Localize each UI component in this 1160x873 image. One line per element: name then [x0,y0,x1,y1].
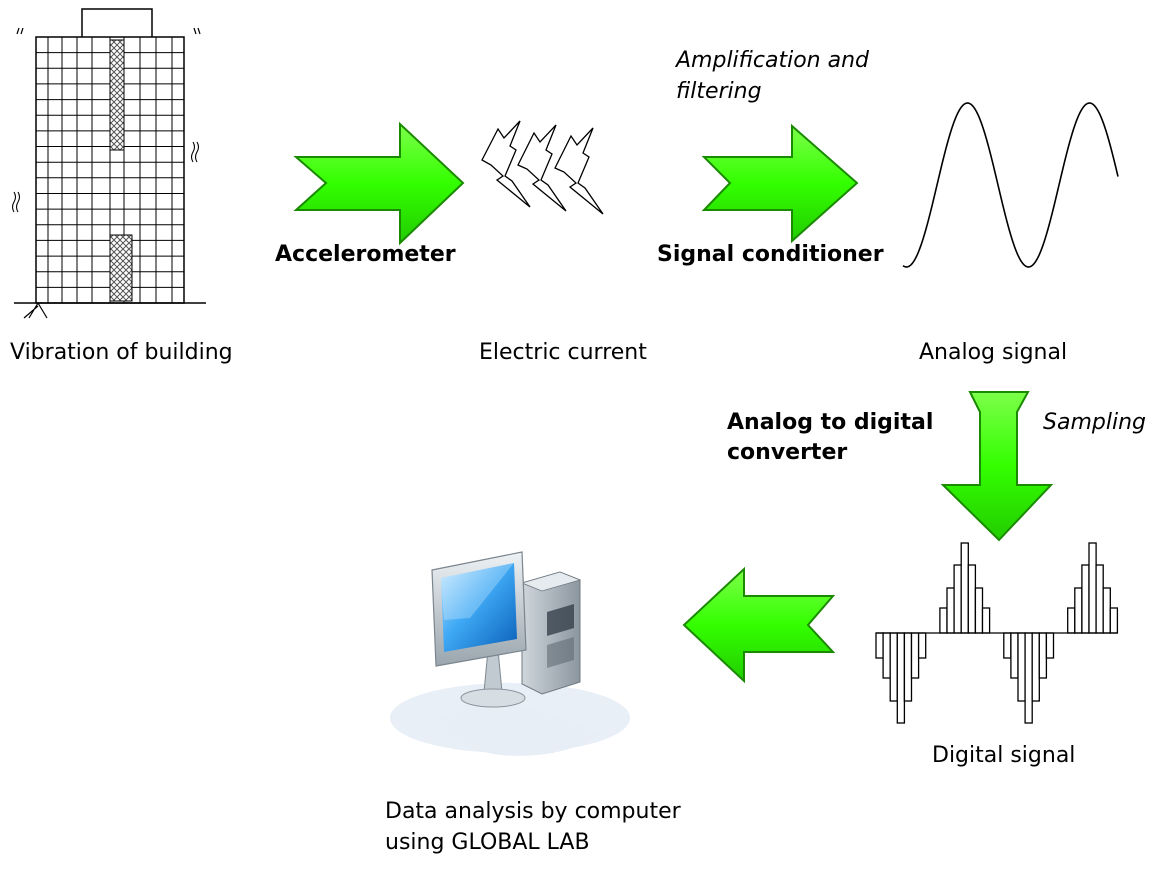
digital-signal-sample [882,632,891,679]
digital-signal-sample [910,632,920,679]
digital-signal-sample [889,632,898,702]
digital-signal-sample [1003,632,1012,659]
label-computer-line2: using GLOBAL LAB [385,830,590,855]
digital-signal-sample [1102,587,1111,634]
digital-signal-bars [875,542,1119,724]
label-electric-current: Electric current [479,340,647,365]
digital-signal-sample [1074,587,1083,634]
label-digital-signal: Digital signal [932,743,1075,768]
digital-signal-sample [1067,607,1076,634]
digital-signal-sample [953,564,962,634]
digital-signal-sample [1038,632,1048,679]
digital-signal-sample [939,607,948,634]
process-amplification-line1: Amplification and [674,48,870,73]
arrow-signal-conditioner [701,123,859,244]
digital-signal-sample [917,632,927,659]
process-sampling: Sampling [1043,410,1146,435]
building-vibration-icon [11,8,206,319]
step-signal-conditioner: Signal conditioner [657,242,884,267]
digital-signal-sample [981,607,991,634]
arrow-to-computer [682,566,836,684]
analog-signal-waveform [902,102,1119,268]
digital-signal-sample [1095,564,1104,634]
digital-signal-sample [946,587,955,634]
step-adc-line2: converter [727,440,847,465]
digital-signal-sample [1109,607,1119,634]
step-accelerometer: Accelerometer [275,242,456,267]
label-analog-signal: Analog signal [919,340,1067,365]
digital-signal-sample [960,542,969,634]
computer-icon [390,551,630,756]
digital-signal-sample [974,587,984,634]
digital-signal-sample [1017,632,1026,702]
label-vibration-of-building: Vibration of building [10,340,233,365]
process-amplification-line2: filtering [676,79,762,104]
arrow-accelerometer [293,121,465,246]
digital-signal-sample [903,632,913,702]
step-adc-line1: Analog to digital [727,410,933,435]
digital-signal-sample [967,564,977,634]
digital-signal-sample [1081,564,1090,634]
digital-signal-sample [1024,632,1033,724]
digital-signal-sample [1088,542,1097,634]
digital-signal-sample [875,632,884,659]
digital-signal-sample [1045,632,1055,659]
arrow-adc [940,391,1054,542]
digital-signal-sample [1031,632,1040,702]
digital-signal-sample [896,632,906,724]
digital-signal-sample [1010,632,1019,679]
lightning-bolt-icon [481,120,604,215]
label-computer-line1: Data analysis by computer [385,799,682,824]
